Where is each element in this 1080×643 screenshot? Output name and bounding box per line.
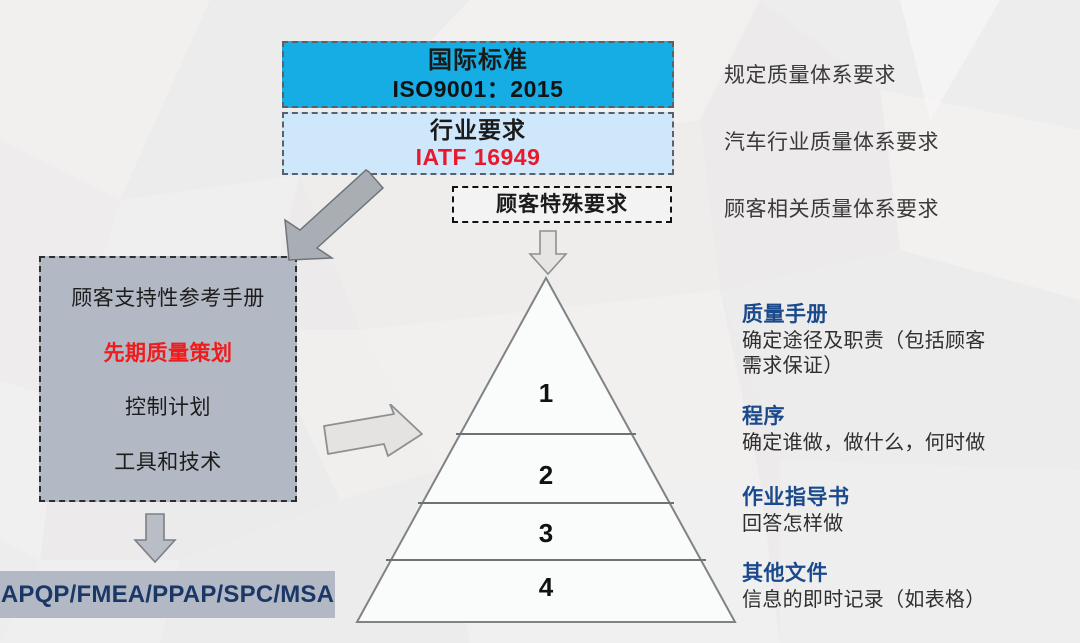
standard-line1: 国际标准 bbox=[428, 46, 528, 74]
arrow-diagonal-down-left-icon bbox=[284, 169, 385, 261]
doc-level-title: 其他文件 bbox=[742, 562, 828, 585]
standard-line1: 顾客特殊要求 bbox=[496, 192, 628, 216]
arrow-down-icon bbox=[528, 230, 568, 276]
standard-line1: 行业要求 bbox=[430, 116, 526, 143]
standard-note-international-standard: 规定质量体系要求 bbox=[724, 64, 896, 87]
standard-line2: IATF 16949 bbox=[415, 143, 541, 170]
doc-level-title: 质量手册 bbox=[742, 303, 828, 326]
manual-row-1: 先期质量策划 bbox=[103, 341, 233, 365]
doc-level-desc: 确定途径及职责（包括顾客 需求保证） bbox=[742, 330, 986, 377]
manual-row-3: 工具和技术 bbox=[114, 450, 222, 474]
arrow-down-icon bbox=[133, 513, 177, 564]
doc-level-procedure: 程序 确定谁做，做什么，何时做 bbox=[742, 400, 1072, 456]
doc-level-desc: 回答怎样做 bbox=[742, 513, 844, 535]
doc-level-work-instruction: 作业指导书 回答怎样做 bbox=[742, 481, 1062, 537]
apqp-tools-band[interactable]: APQP/FMEA/PPAP/SPC/MSA bbox=[0, 571, 335, 618]
standard-box-international-standard[interactable]: 国际标准 ISO9001：2015 bbox=[282, 41, 674, 108]
standard-note-industry-requirement: 汽车行业质量体系要求 bbox=[724, 131, 939, 154]
doc-level-desc: 确定谁做，做什么，何时做 bbox=[742, 432, 986, 454]
doc-level-desc: 信息的即时记录（如表格） bbox=[742, 589, 986, 611]
arrow-right-icon bbox=[323, 404, 423, 457]
manual-row-2: 控制计划 bbox=[125, 396, 211, 420]
pyramid-tier-number-4: 4 bbox=[538, 572, 554, 602]
standard-line2: ISO9001：2015 bbox=[392, 75, 564, 102]
doc-level-other-documents: 其他文件 信息的即时记录（如表格） bbox=[742, 557, 1072, 613]
doc-level-quality-manual: 质量手册 确定途径及职责（包括顾客 需求保证） bbox=[742, 298, 1062, 379]
apqp-tools-label: APQP/FMEA/PPAP/SPC/MSA bbox=[0, 580, 335, 608]
pyramid-tier-number-3: 3 bbox=[538, 518, 554, 548]
standard-box-industry-requirement[interactable]: 行业要求 IATF 16949 bbox=[282, 112, 674, 175]
pyramid-tier-number-2: 2 bbox=[538, 460, 554, 490]
doc-level-title: 作业指导书 bbox=[742, 486, 850, 509]
manual-row-0: 顾客支持性参考手册 bbox=[71, 287, 265, 311]
pyramid-tier-number-1: 1 bbox=[538, 378, 554, 408]
standard-box-customer-specific-requirement[interactable]: 顾客特殊要求 bbox=[452, 186, 672, 223]
doc-level-title: 程序 bbox=[742, 405, 785, 428]
standard-note-customer-specific-requirement: 顾客相关质量体系要求 bbox=[724, 198, 939, 221]
customer-support-reference-manual-panel[interactable]: 顾客支持性参考手册 先期质量策划 控制计划 工具和技术 bbox=[39, 256, 297, 502]
document-hierarchy-pyramid[interactable] bbox=[350, 270, 750, 635]
